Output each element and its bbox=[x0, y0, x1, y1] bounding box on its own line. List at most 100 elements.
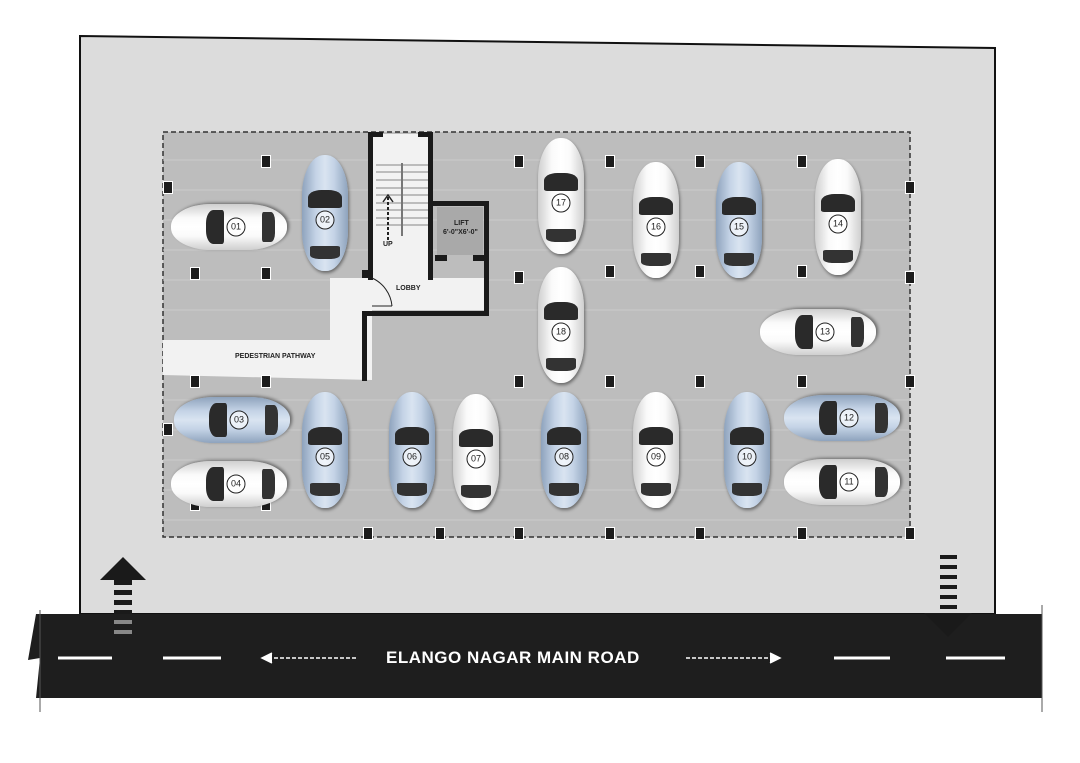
car-16: 16 bbox=[633, 162, 679, 278]
lobby-door-swing bbox=[371, 277, 393, 307]
column bbox=[514, 375, 524, 388]
car-11: 11 bbox=[784, 459, 900, 505]
pathway-label: PEDESTRIAN PATHWAY bbox=[235, 353, 316, 360]
car-05: 05 bbox=[302, 392, 348, 508]
column bbox=[605, 375, 615, 388]
column bbox=[605, 527, 615, 540]
windshield bbox=[818, 401, 838, 435]
car-number: 02 bbox=[315, 210, 335, 230]
pedestrian-pathway bbox=[163, 278, 488, 380]
lift-label: LIFT bbox=[454, 220, 469, 227]
rear-window bbox=[397, 482, 427, 497]
car-number: 12 bbox=[839, 408, 859, 428]
column bbox=[797, 155, 807, 168]
windshield bbox=[395, 426, 429, 446]
lobby-label: LOBBY bbox=[396, 285, 421, 292]
walls bbox=[362, 132, 489, 381]
column bbox=[163, 423, 173, 436]
windshield bbox=[818, 465, 838, 499]
car-01: 01 bbox=[171, 204, 287, 250]
column bbox=[695, 375, 705, 388]
column bbox=[905, 375, 915, 388]
column bbox=[190, 375, 200, 388]
car-number: 17 bbox=[551, 193, 571, 213]
car-number: 05 bbox=[315, 447, 335, 467]
rear-window bbox=[549, 482, 579, 497]
rear-window bbox=[874, 467, 889, 497]
windshield bbox=[205, 467, 225, 501]
rear-window bbox=[724, 252, 754, 267]
car-07: 07 bbox=[453, 394, 499, 510]
road bbox=[28, 614, 1042, 698]
windshield bbox=[722, 196, 756, 216]
windshield bbox=[208, 403, 228, 437]
column bbox=[435, 527, 445, 540]
column bbox=[190, 267, 200, 280]
column bbox=[695, 527, 705, 540]
windshield bbox=[308, 426, 342, 446]
windshield bbox=[547, 426, 581, 446]
column bbox=[797, 375, 807, 388]
car-number: 01 bbox=[226, 217, 246, 237]
column bbox=[605, 155, 615, 168]
column bbox=[514, 271, 524, 284]
column bbox=[261, 155, 271, 168]
car-number: 04 bbox=[226, 474, 246, 494]
column bbox=[363, 527, 373, 540]
column bbox=[605, 265, 615, 278]
column bbox=[514, 527, 524, 540]
windshield bbox=[730, 426, 764, 446]
car-13: 13 bbox=[760, 309, 876, 355]
lift-shaft bbox=[437, 207, 483, 255]
windshield bbox=[639, 196, 673, 216]
rear-window bbox=[823, 249, 853, 264]
column bbox=[163, 181, 173, 194]
car-03: 03 bbox=[174, 397, 290, 443]
column bbox=[905, 181, 915, 194]
rear-window bbox=[461, 484, 491, 499]
car-02: 02 bbox=[302, 155, 348, 271]
car-12: 12 bbox=[784, 395, 900, 441]
column bbox=[797, 527, 807, 540]
rear-window bbox=[546, 228, 576, 243]
windshield bbox=[459, 428, 493, 448]
car-number: 08 bbox=[554, 447, 574, 467]
car-09: 09 bbox=[633, 392, 679, 508]
rear-window bbox=[310, 482, 340, 497]
car-number: 03 bbox=[229, 410, 249, 430]
lift-size-label: 6'-0"X6'-0" bbox=[443, 229, 478, 236]
car-15: 15 bbox=[716, 162, 762, 278]
windshield bbox=[544, 301, 578, 321]
rear-window bbox=[261, 212, 276, 242]
windshield bbox=[821, 193, 855, 213]
road-direction-arrows bbox=[260, 652, 782, 664]
column bbox=[797, 265, 807, 278]
rear-window bbox=[264, 405, 279, 435]
rear-window bbox=[850, 317, 865, 347]
road-name: ELANGO NAGAR MAIN ROAD bbox=[386, 648, 640, 667]
rear-window bbox=[641, 482, 671, 497]
car-number: 16 bbox=[646, 217, 666, 237]
car-number: 11 bbox=[839, 472, 859, 492]
floor-grid bbox=[163, 159, 910, 521]
car-17: 17 bbox=[538, 138, 584, 254]
car-number: 15 bbox=[729, 217, 749, 237]
windshield bbox=[794, 315, 814, 349]
car-08: 08 bbox=[541, 392, 587, 508]
exit-arrow-icon bbox=[924, 555, 972, 637]
column bbox=[261, 375, 271, 388]
car-10: 10 bbox=[724, 392, 770, 508]
car-18: 18 bbox=[538, 267, 584, 383]
windshield bbox=[205, 210, 225, 244]
windshield bbox=[308, 189, 342, 209]
car-number: 06 bbox=[402, 447, 422, 467]
column bbox=[514, 155, 524, 168]
column bbox=[905, 271, 915, 284]
car-number: 10 bbox=[737, 447, 757, 467]
rear-window bbox=[261, 469, 276, 499]
car-14: 14 bbox=[815, 159, 861, 275]
column bbox=[695, 265, 705, 278]
windshield bbox=[544, 172, 578, 192]
stair-core bbox=[368, 134, 428, 280]
rear-window bbox=[641, 252, 671, 267]
